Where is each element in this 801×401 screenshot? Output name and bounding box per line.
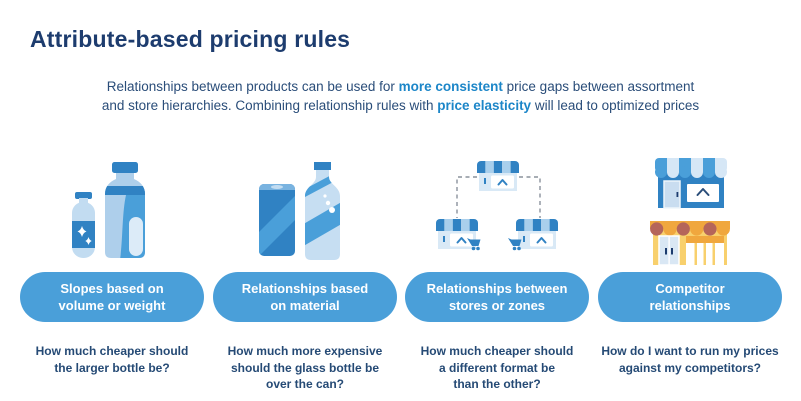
question-stores-zones: How much cheaper should a different form… bbox=[420, 344, 574, 391]
highlight-more-consistent: more consistent bbox=[398, 79, 503, 94]
pill-slopes-volume-weight: Slopes based on volume or weight bbox=[20, 272, 204, 322]
can-and-glass-bottle-icon bbox=[215, 148, 395, 266]
question-competitor: How do I want to run my prices against m… bbox=[601, 344, 779, 375]
column-competitor: Competitor relationships How do I want t… bbox=[598, 148, 782, 376]
competitor-stores-icon bbox=[600, 148, 780, 266]
column-slopes-volume-weight: Slopes based on volume or weight How muc… bbox=[20, 148, 204, 376]
intro-text: Relationships between products can be us… bbox=[0, 77, 801, 115]
question-slopes: How much cheaper should the larger bottl… bbox=[35, 344, 189, 375]
pill-material: Relationships based on material bbox=[213, 272, 397, 322]
intro-line-1: Relationships between products can be us… bbox=[106, 79, 695, 94]
column-stores-zones: Relationships between stores or zones Ho… bbox=[405, 148, 589, 393]
highlight-price-elasticity: price elasticity bbox=[437, 98, 532, 113]
question-material: How much more expensive should the glass… bbox=[227, 344, 383, 391]
intro-line-2: and store hierarchies. Combining relatio… bbox=[101, 98, 700, 113]
column-material: Relationships based on material How much… bbox=[213, 148, 397, 393]
page-title: Attribute-based pricing rules bbox=[30, 26, 351, 52]
bottles-icon bbox=[22, 148, 202, 266]
pill-competitor: Competitor relationships bbox=[598, 272, 782, 322]
store-hierarchy-icon bbox=[407, 148, 587, 266]
pill-stores-zones: Relationships between stores or zones bbox=[405, 272, 589, 322]
